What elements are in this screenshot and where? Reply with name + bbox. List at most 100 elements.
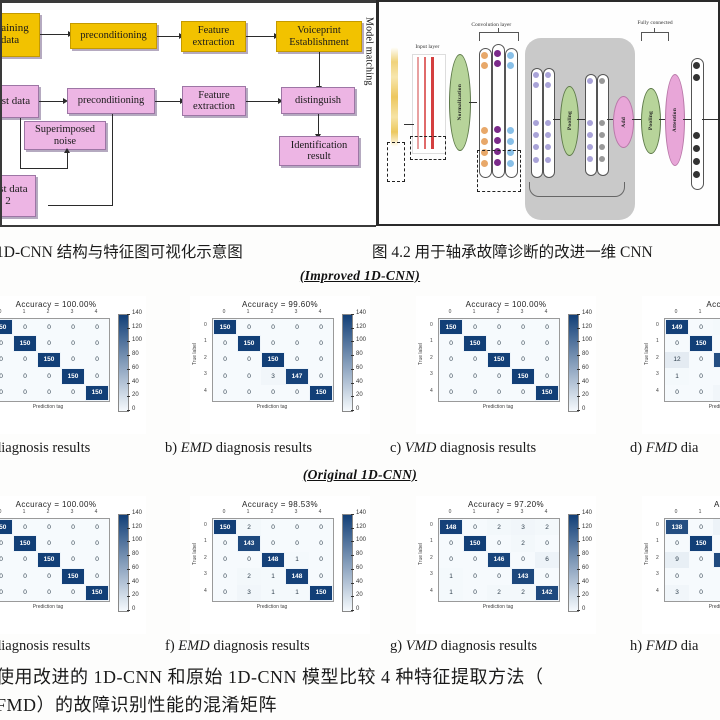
x-tick: 3 <box>70 509 74 515</box>
colorbar-tick <box>127 355 130 357</box>
flowbox-voiceprint-establishment: Voiceprint Establishment <box>276 21 362 52</box>
matrix-cell: 2 <box>487 584 511 601</box>
colorbar-tick <box>577 410 580 411</box>
matrix-cell: 1 <box>439 568 463 585</box>
matrix-cell: 0 <box>85 519 109 536</box>
matrix-cell: 1 <box>439 584 463 601</box>
matrix-cell: 0 <box>0 551 13 569</box>
y-tick: 4 <box>430 387 433 394</box>
matrix-cell: 0 <box>0 568 13 585</box>
matrix-cell: 0 <box>85 335 109 352</box>
x-tick: 2 <box>270 309 274 315</box>
matrix-cell: 1 <box>285 551 309 569</box>
colorbar-tick-label: 140 <box>582 310 593 316</box>
matrix-cell: 138 <box>713 351 720 369</box>
colorbar-tick-label: 40 <box>582 578 589 585</box>
matrix-cell: 150 <box>37 551 61 569</box>
matrix-cell: 0 <box>535 335 559 352</box>
colorbar-tick-label: 100 <box>132 337 143 344</box>
colorbar-tick <box>577 596 580 598</box>
matrix-cell: 1 <box>665 368 689 385</box>
matrix-grid: 13806000150000901410000015003000147 <box>664 518 720 602</box>
x-tick: 2 <box>496 309 500 315</box>
matrix-cell: 0 <box>13 384 37 401</box>
matrix-cell: 0 <box>261 384 285 401</box>
x-axis-label: Prediction tag <box>708 404 720 410</box>
x-axis-label: Prediction tag <box>482 404 514 410</box>
matrix-cell: 0 <box>237 551 261 569</box>
matrix-cell: 0 <box>285 535 309 552</box>
colorbar-tick <box>127 410 130 411</box>
matrix-cell: 0 <box>37 535 61 552</box>
confusion-matrix-d-improved-fmd: Accuracy = 91490100015000012013800100149… <box>642 296 720 434</box>
matrix-cell: 0 <box>0 335 13 352</box>
x-tick: 0 <box>448 509 452 515</box>
conv-column-2 <box>492 44 506 178</box>
matrix-cell: 0 <box>13 519 37 536</box>
matrix-cell: 2 <box>535 519 559 536</box>
matrix-cell: 0 <box>309 568 333 585</box>
matrix-cell: 0 <box>213 584 237 601</box>
model-matching-label: Model matching <box>363 17 375 86</box>
colorbar-tick <box>127 314 130 315</box>
bottom-caption-line-1: 使用改进的 1D-CNN 和原始 1D-CNN 模型比较 4 种特征提取方法（ <box>0 667 544 687</box>
x-tick: 2 <box>712 509 720 515</box>
matrix-cell: 0 <box>463 568 487 585</box>
colorbar-tick-label: 60 <box>582 564 589 571</box>
colorbar-tick-label: 100 <box>582 337 593 344</box>
colorbar-tick <box>577 568 580 570</box>
x-axis-label: Prediction tag <box>708 604 720 610</box>
matrix-cell: 0 <box>689 368 713 385</box>
matrix-cell: 0 <box>535 319 559 336</box>
colorbar-tick <box>351 368 354 370</box>
colorbar-tick <box>127 555 130 557</box>
matrix-cell: 0 <box>665 568 689 585</box>
matrix-cell: 0 <box>511 384 535 401</box>
matrix-cell: 0 <box>85 368 109 385</box>
matrix-cell: 0 <box>713 584 720 601</box>
matrix-cell: 0 <box>261 519 285 536</box>
matrix-cell: 0 <box>37 384 61 401</box>
matrix-cell: 0 <box>689 351 713 369</box>
matrix-cell: 0 <box>37 519 61 536</box>
matrix-cell: 0 <box>13 368 37 385</box>
matrix-cell: 0 <box>713 368 720 385</box>
x-tick: 4 <box>318 509 322 515</box>
matrix-cell: 0 <box>0 584 13 601</box>
matrix-cell: 150 <box>309 384 333 401</box>
y-tick: 1 <box>430 538 433 545</box>
matrix-cell: 150 <box>309 584 333 601</box>
colorbar-tick-label: 0 <box>132 606 136 612</box>
matrix-cell: 0 <box>689 568 713 585</box>
confusion-matrix-row-original: Accuracy = 100.00%1500000015000000150000… <box>0 496 720 634</box>
top-figure-row: Training data preconditioning Feature ex… <box>0 0 720 227</box>
subcaption-e: diagnosis results <box>0 638 91 654</box>
matrix-cell: 3 <box>665 584 689 601</box>
y-tick: 0 <box>204 322 207 328</box>
convolution-layer-label: Convolution layer <box>471 22 512 28</box>
y-tick: 1 <box>430 338 433 345</box>
colorbar-tick-label: 20 <box>132 592 139 599</box>
x-axis-label: Prediction tag <box>256 404 288 410</box>
matrix-cell: 0 <box>309 351 333 369</box>
x-tick: 2 <box>712 309 720 315</box>
flowbox-preconditioning-2-label: preconditioning <box>77 95 145 107</box>
matrix-cell: 0 <box>535 535 559 552</box>
flowbox-preconditioning-2: preconditioning <box>67 88 155 114</box>
matrix-cell: 148 <box>439 519 463 536</box>
colorbar-tick <box>351 568 354 570</box>
x-tick: 3 <box>294 509 298 515</box>
y-tick: 0 <box>430 522 433 528</box>
flowbox-test-data-label: Test data <box>1 94 31 107</box>
colorbar-tick <box>351 514 354 515</box>
matrix-cell: 3 <box>511 519 535 536</box>
matrix-cell: 0 <box>261 335 285 352</box>
figure-caption-left: 1D-CNN 结构与特征图可视化示意图 <box>0 244 243 261</box>
colorbar-tick-label: 20 <box>582 392 589 399</box>
y-tick: 1 <box>204 338 207 345</box>
matrix-cell: 0 <box>285 384 309 401</box>
colorbar-tick-label: 0 <box>132 406 136 412</box>
